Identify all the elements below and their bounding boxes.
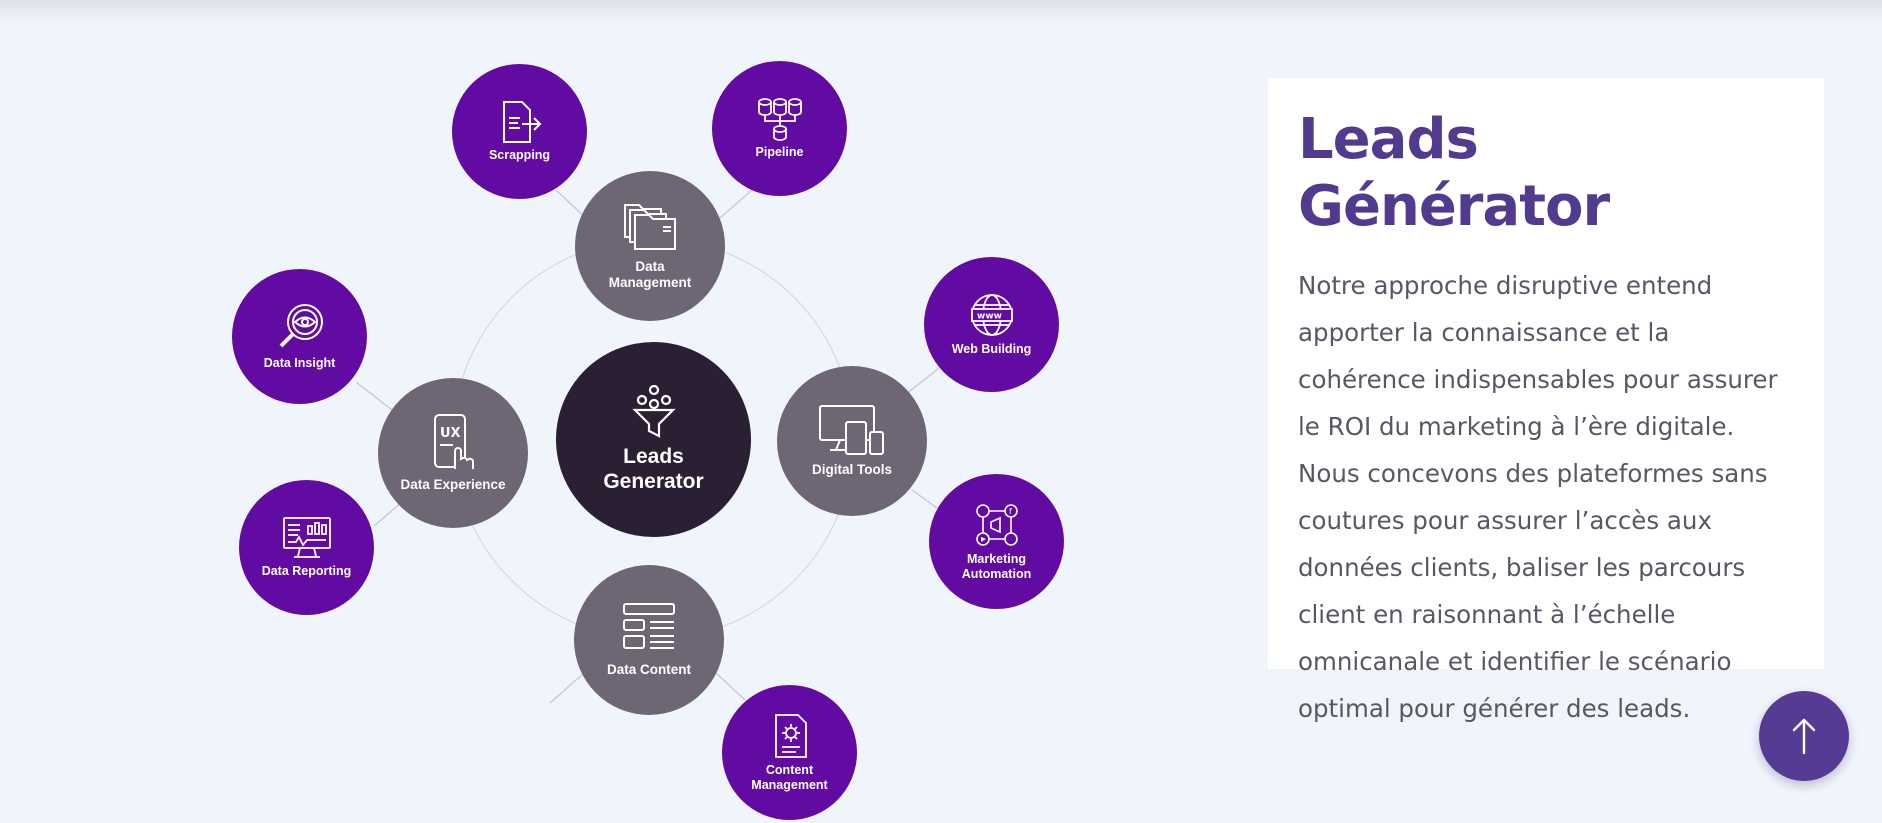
header-shadow xyxy=(0,0,1882,22)
document-gear-icon xyxy=(774,714,807,759)
leaf-data-insight: Data Insight xyxy=(232,269,367,404)
leaf-label: Data Insight xyxy=(263,356,336,371)
center-label: Leads Generator xyxy=(603,445,704,493)
leaf-pipeline: Pipeline xyxy=(712,61,847,196)
globe-www-icon: www xyxy=(970,294,1013,337)
scroll-to-top-button[interactable] xyxy=(1759,691,1849,781)
connector-line xyxy=(719,189,753,219)
layout-icon xyxy=(623,603,675,650)
leaf-label: Marketing Automation xyxy=(961,552,1032,581)
card-description: Notre approche disruptive entend apporte… xyxy=(1298,271,1778,724)
connector-line xyxy=(373,501,403,527)
hub-data-management: Data Management xyxy=(575,171,725,321)
leaf-data-reporting: Data Reporting xyxy=(239,480,374,615)
connector-line xyxy=(904,367,940,396)
leaf-label: Pipeline xyxy=(755,145,804,160)
hub-data-experience: UX Data Experience xyxy=(378,378,528,528)
leaf-marketing-automation: f Marketing Automation xyxy=(929,474,1064,609)
devices-icon xyxy=(819,405,884,456)
svg-text:f: f xyxy=(1009,507,1012,516)
svg-text:www: www xyxy=(977,312,1002,322)
hub-digital-tools: Digital Tools xyxy=(777,366,927,516)
social-network-icon: f xyxy=(975,504,1018,546)
arrow-up-icon xyxy=(1792,718,1816,755)
leads-generator-hub: Leads Generator xyxy=(556,342,751,537)
connector-line xyxy=(549,671,586,704)
hub-data-content: Data Content xyxy=(574,565,724,715)
card-title: Leads Générator xyxy=(1298,107,1610,240)
database-pipeline-icon xyxy=(757,98,802,142)
leaf-scrapping: Scrapping xyxy=(452,64,587,199)
connector-line xyxy=(714,671,746,701)
leads-diagram: Leads Generator Data Management UX Data … xyxy=(232,61,1064,820)
ux-touch-icon: UX xyxy=(434,414,474,470)
leaf-content-management: Content Management xyxy=(722,685,857,820)
leaf-label: Web Building xyxy=(951,342,1032,357)
hub-label: Data Management xyxy=(608,259,692,290)
leaf-label: Data Reporting xyxy=(261,564,352,579)
svg-text:UX: UX xyxy=(440,426,461,441)
document-export-icon xyxy=(502,101,541,144)
folders-icon xyxy=(624,204,676,251)
info-card: Leads Générator Notre approche disruptiv… xyxy=(1268,78,1824,723)
magnifier-eye-icon xyxy=(279,304,323,348)
connector-line xyxy=(355,381,393,411)
hub-label: Data Experience xyxy=(400,477,506,493)
leaf-web-building: www Web Building xyxy=(924,257,1059,392)
hub-label: Digital Tools xyxy=(812,462,892,478)
leaf-label: Scrapping xyxy=(488,148,551,163)
monitor-chart-icon xyxy=(282,517,331,559)
connector-line xyxy=(911,489,938,509)
leaf-label: Content Management xyxy=(751,763,828,792)
hub-label: Data Content xyxy=(607,662,691,678)
funnel-icon xyxy=(631,385,676,439)
